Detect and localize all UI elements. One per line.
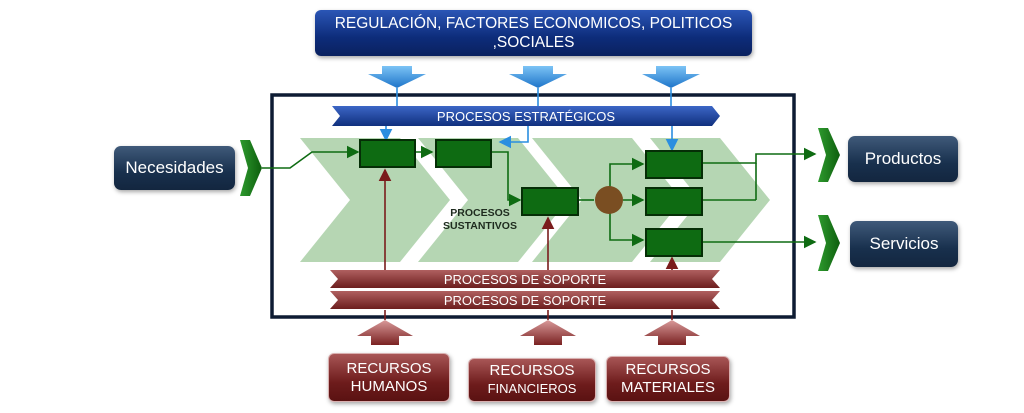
regulation-arrows [368, 66, 700, 88]
necesidades-box: Necesidades [114, 146, 235, 190]
green-connectors [262, 145, 817, 249]
red-up-arrow-icon [520, 320, 576, 345]
resource-arrows [357, 320, 700, 345]
strategic-bar-label: PROCESOS ESTRATÉGICOS [436, 108, 616, 124]
strategic-bar [332, 106, 720, 126]
chevron-1 [300, 138, 450, 262]
red-connectors [378, 168, 679, 320]
blue-down-arrow-icon [509, 66, 567, 88]
process-box [645, 150, 703, 179]
chevron-2 [418, 138, 568, 262]
red-up-arrow-icon [357, 320, 413, 345]
productos-box: Productos [848, 136, 958, 182]
recursos-financieros-line1: RECURSOS [489, 362, 575, 379]
recursos-materiales-box: RECURSOS MATERIALES [606, 356, 730, 402]
support-bar-2 [330, 291, 720, 309]
process-box [645, 228, 703, 257]
process-box [435, 139, 492, 168]
red-up-arrow-icon [644, 320, 700, 345]
output-green-arrow-icon [818, 215, 840, 271]
process-box [645, 187, 703, 216]
junction-circle [595, 186, 623, 214]
regulation-banner: REGULACIÓN, FACTORES ECONOMICOS, POLITIC… [315, 10, 752, 56]
blue-down-arrow-icon [368, 66, 426, 88]
sustantivos-label: PROCESOS SUSTANTIVOS [443, 207, 517, 232]
support-bar-label-2: PROCESOS DE SOPORTE [443, 292, 607, 308]
output-green-arrow-icon [818, 128, 840, 182]
blue-connectors [379, 88, 679, 152]
recursos-financieros-line2: FINANCIEROS [487, 381, 577, 396]
process-boxes [359, 139, 703, 257]
process-box [359, 139, 416, 168]
input-green-arrow-icon [240, 140, 262, 196]
servicios-box: Servicios [850, 221, 958, 267]
blue-down-arrow-icon [642, 66, 700, 88]
support-bar-label-1: PROCESOS DE SOPORTE [443, 271, 607, 287]
process-box [521, 187, 579, 216]
support-bar-1 [330, 270, 720, 288]
recursos-humanos-box: RECURSOS HUMANOS [328, 353, 450, 402]
recursos-financieros-box: RECURSOS FINANCIEROS [468, 358, 596, 402]
